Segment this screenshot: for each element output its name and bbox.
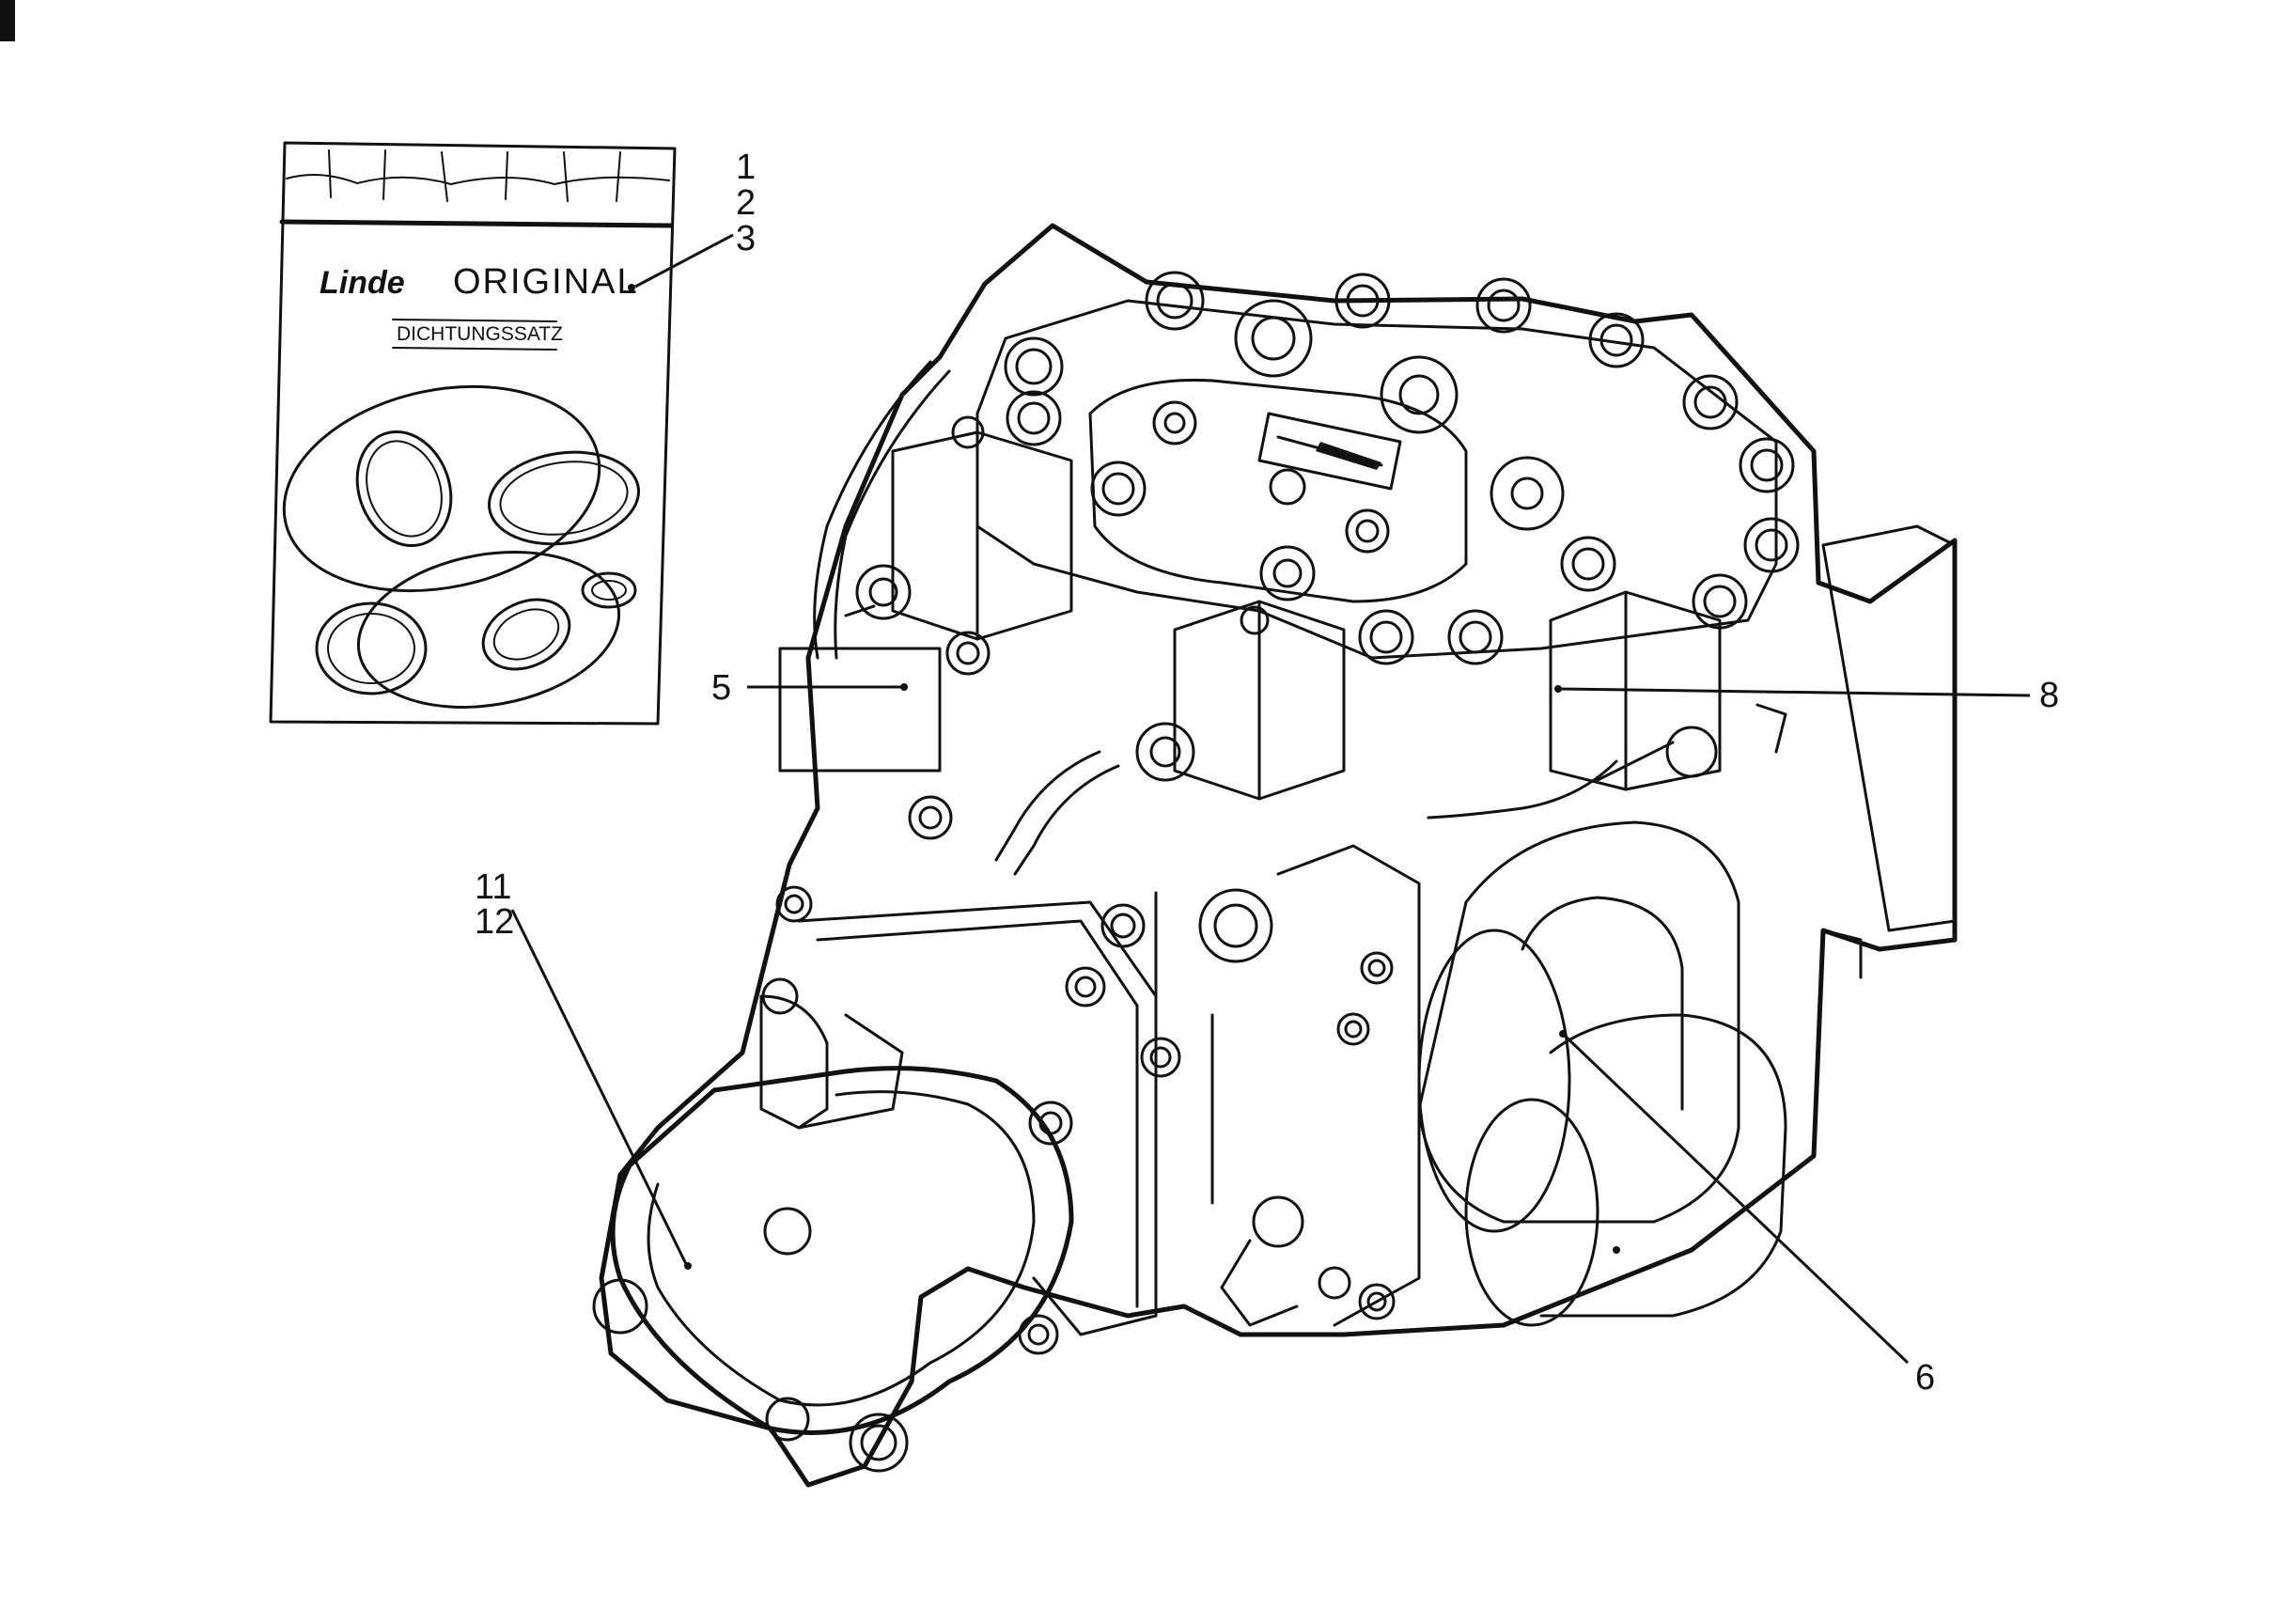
o-rings <box>282 384 641 709</box>
seal-kit-bag: Linde ORIGINAL DICHTUNGSSATZ <box>269 141 677 726</box>
callout-3: 3 <box>736 219 756 258</box>
seal-kit-subtitle: DICHTUNGSSATZ <box>397 323 563 345</box>
leader-1-3 <box>634 233 734 289</box>
hose-center-inner <box>994 750 1101 862</box>
solenoid-valve-left <box>778 415 1073 773</box>
hose-right <box>1427 759 1618 820</box>
solenoid-valve-center <box>1135 600 1346 801</box>
callouts: 1 2 3 5 8 6 11 12 <box>475 148 2059 1398</box>
bolt-heads <box>775 271 1800 1355</box>
charge-pump <box>592 900 1158 1473</box>
leader-11-12 <box>510 909 688 1265</box>
hose-left-inner <box>834 369 951 660</box>
callout-6: 6 <box>1915 1358 1935 1398</box>
leader-6 <box>1563 1034 1910 1365</box>
hose-center <box>1013 764 1120 876</box>
pump-cylinders <box>1417 820 1787 1327</box>
corner-mark <box>0 0 15 41</box>
callout-2: 2 <box>736 183 756 223</box>
callout-11: 11 <box>475 867 511 907</box>
leader-8 <box>1559 687 2031 697</box>
callout-5: 5 <box>711 668 731 708</box>
callout-8: 8 <box>2039 676 2059 715</box>
callout-1: 1 <box>736 148 756 187</box>
hose-left <box>813 360 932 660</box>
seal-kit-title: ORIGINAL <box>453 262 639 302</box>
callout-12: 12 <box>475 902 514 942</box>
linde-logo: Linde <box>320 265 405 301</box>
pump-assembly <box>592 223 1958 1488</box>
